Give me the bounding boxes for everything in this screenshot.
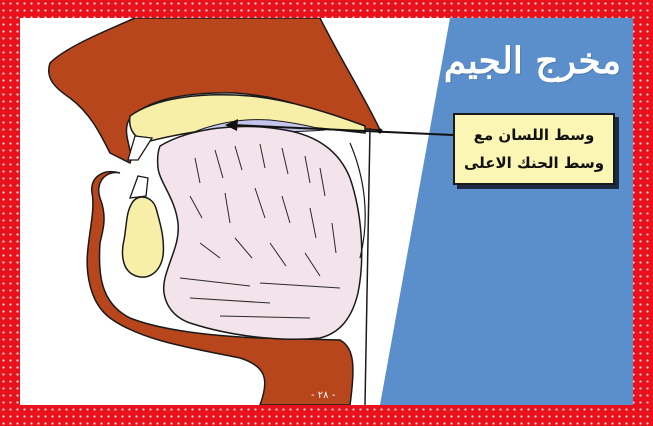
pointer-anchor	[378, 129, 383, 134]
tongue	[158, 127, 362, 340]
slide-panel: مخرج الجيم وسط اللسان مع وسط الحنك الاعل…	[20, 18, 633, 405]
label-line-1: وسط اللسان مع	[455, 121, 613, 149]
page-number: - ٢٨ -	[311, 390, 335, 401]
slide-title: مخرج الجيم	[444, 40, 621, 82]
articulation-label-box: وسط اللسان مع وسط الحنك الاعلى	[453, 113, 615, 185]
label-line-2: وسط الحنك الاعلى	[455, 149, 613, 177]
